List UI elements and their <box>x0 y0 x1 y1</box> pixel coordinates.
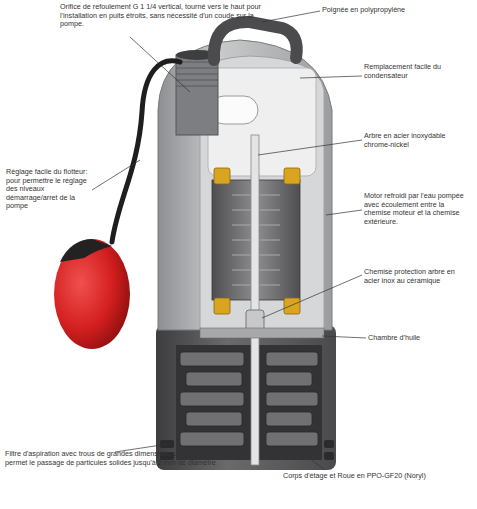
motor-head <box>208 68 316 176</box>
callout-label: Remplacement facile du condensateur <box>364 63 464 80</box>
oil-chamber <box>200 328 324 338</box>
callout-label: Filtre d'aspiration avec trous de grande… <box>5 450 255 467</box>
float-cap <box>60 239 112 262</box>
float-switch <box>54 239 130 349</box>
callout-label: Chambre d'huile <box>368 334 468 343</box>
impeller-stages <box>180 352 318 446</box>
callout-label: Arbre en acier inoxydable chrome-nickel <box>364 132 472 149</box>
pump-base <box>156 325 336 470</box>
leader-lines <box>92 11 366 470</box>
shaft <box>251 135 259 465</box>
motor-jacket <box>200 56 324 330</box>
callout-label: Corps d'étage et Roue en PPO-GF20 (Noryl… <box>283 472 473 481</box>
outer-jacket <box>158 40 332 330</box>
callout-label: Poignée en polypropylène <box>322 6 472 15</box>
outlet-thread <box>176 62 218 86</box>
handle <box>214 22 297 60</box>
impeller-cavity <box>176 345 322 460</box>
callout-label: Chemise protection arbre en acier inox a… <box>364 268 472 285</box>
callout-label: Motor refroidi par l'eau pompée avec éco… <box>364 192 472 226</box>
float-cable <box>112 61 180 242</box>
outlet-pipe <box>176 55 218 135</box>
callout-label: Orifice de refoulement G 1 1/4 vertical,… <box>60 3 275 29</box>
callout-label: Réglage facile du flotteur: pour permett… <box>6 168 94 211</box>
